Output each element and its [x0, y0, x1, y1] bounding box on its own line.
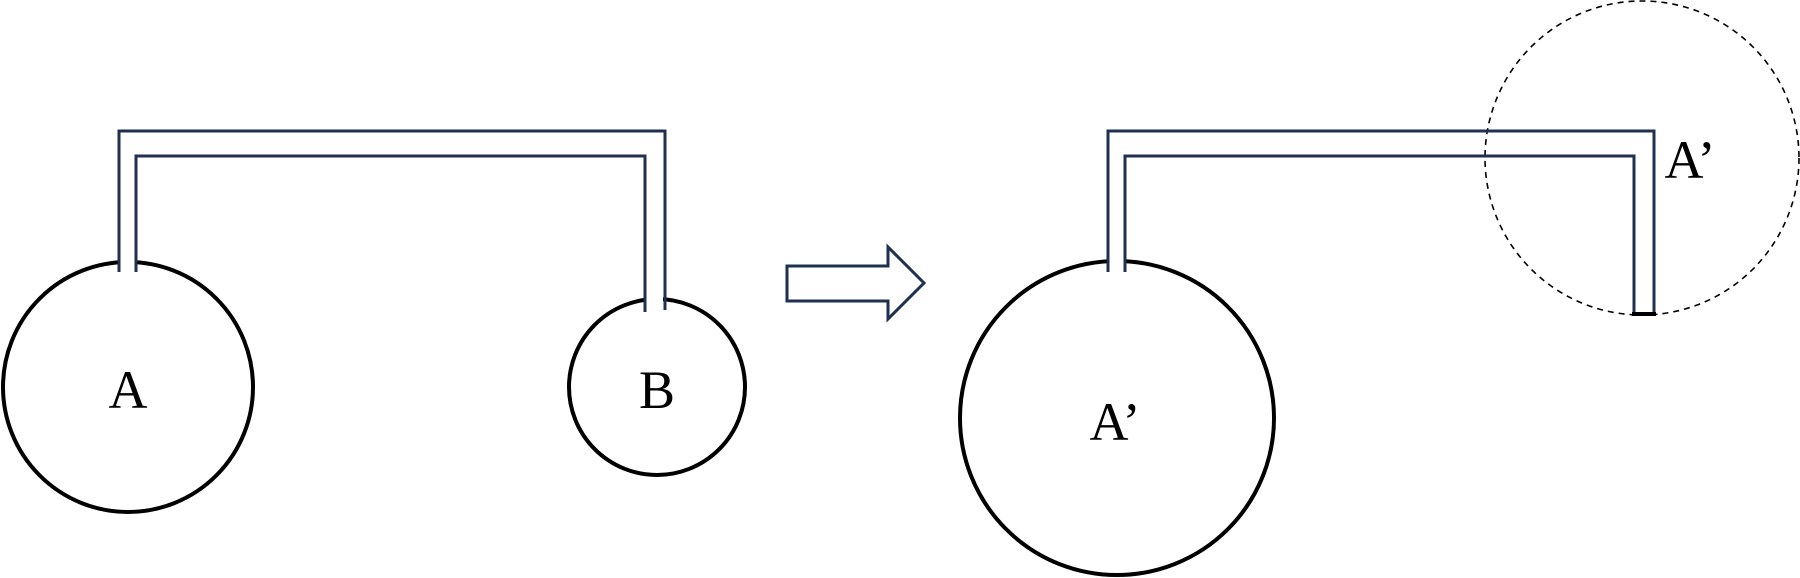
- before-panel: A B: [1, 129, 747, 514]
- ghost-vessel-label: A’: [1665, 130, 1716, 190]
- transition-arrow: [785, 243, 927, 323]
- vessel-a-pipe-opening: [120, 258, 135, 272]
- connecting-pipe-inner: [134, 154, 647, 312]
- merged-vessel-label: A’: [1090, 392, 1141, 452]
- after-panel: A’ A’: [958, 0, 1800, 577]
- merged-vessel-pipe-opening: [1109, 258, 1125, 272]
- connecting-pipe-outer: [117, 129, 667, 310]
- vessel-b-pipe-opening: [646, 296, 663, 310]
- drained-pipe-outer: [1106, 129, 1656, 314]
- drained-pipe-inner: [1123, 154, 1636, 314]
- ghost-vessel-circle: [1484, 0, 1800, 316]
- vessel-a-label: A: [109, 360, 148, 420]
- vessel-b-label: B: [639, 360, 675, 420]
